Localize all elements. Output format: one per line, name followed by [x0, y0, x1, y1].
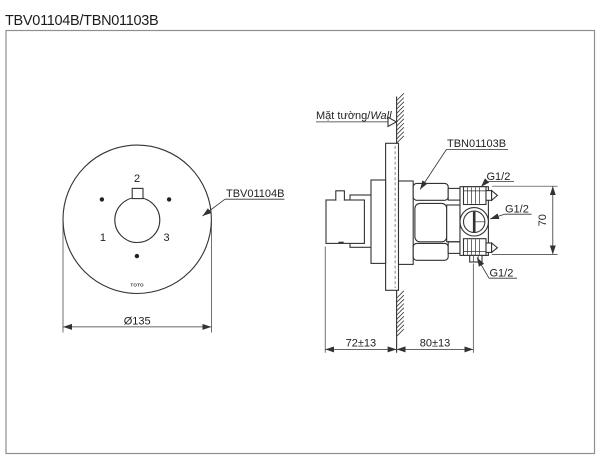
- side-part-callout: TBN01103B: [419, 138, 508, 190]
- thread-top-label: G1/2: [487, 171, 511, 183]
- diameter-label: Ø135: [124, 315, 151, 327]
- front-part-leader-arrow: [202, 198, 226, 217]
- page-title: TBV01104B/TBN01103B: [5, 13, 158, 29]
- front-part-callout: TBV01104B: [202, 188, 285, 217]
- inlet-port-top: [462, 186, 499, 206]
- top-nipple-tip: [491, 189, 499, 202]
- front-view: 2 1 3 TOTO TBV01104B Ø135: [62, 144, 285, 333]
- diameter-dimension: Ø135: [62, 221, 212, 333]
- wall-callout: Mặt tường/Wall: [316, 110, 398, 128]
- thread-callout-middle: G1/2: [489, 203, 532, 220]
- port-dot-3: [166, 197, 172, 202]
- thread-middle-label: G1/2: [505, 203, 529, 215]
- outlet-stub-bottom: [469, 254, 483, 263]
- thread-middle-leader-arrow: [489, 213, 505, 220]
- port-dot-1: [99, 197, 105, 202]
- handle-body: [325, 199, 365, 244]
- depth-dimensions: 72±13 80±13: [324, 246, 474, 353]
- handle-index-mark: [338, 241, 344, 244]
- thread-bottom-leader-arrow: [476, 257, 490, 279]
- thread-callout-top: G1/2: [480, 171, 514, 188]
- wall-leader-triangle: [387, 116, 398, 128]
- thread-bottom-label: G1/2: [490, 267, 514, 279]
- bottom-nipple-tip: [491, 241, 499, 254]
- depth-behind-label: 80±13: [420, 337, 451, 349]
- depth-front-label: 72±13: [346, 337, 377, 349]
- body-mount-plate: [397, 180, 414, 265]
- port-dot-bottom: [134, 253, 140, 259]
- height-dimension: 70: [492, 185, 558, 255]
- thread-callout-bottom: G1/2: [476, 257, 517, 279]
- height-dim-label: 70: [537, 214, 549, 226]
- port-number-2: 2: [134, 173, 140, 185]
- valve-body-assembly: [397, 180, 499, 265]
- body-neck: [446, 204, 461, 243]
- body-band-top: [447, 187, 461, 201]
- body-band-bottom: [447, 241, 461, 254]
- handle-nib: [335, 190, 345, 201]
- handle-hub-circle: [114, 196, 161, 244]
- outlet-port-middle: [459, 207, 489, 237]
- trim-collar: [370, 179, 387, 264]
- wall-hatching-top: [396, 93, 405, 144]
- port-number-3: 3: [163, 232, 169, 244]
- trim-front-assembly: [325, 179, 387, 264]
- front-part-label: TBV01104B: [226, 188, 285, 200]
- thread-top-leader-arrow: [480, 178, 490, 188]
- brand-logo-text: TOTO: [130, 283, 144, 288]
- body-step-top: [412, 182, 449, 201]
- body-cartridge-housing: [414, 202, 448, 243]
- side-part-leader-arrow: [419, 149, 447, 190]
- drawing-frame: [5, 29, 596, 455]
- side-part-label: TBN01103B: [447, 138, 506, 150]
- port-number-1: 1: [100, 232, 106, 244]
- body-step-bottom: [412, 242, 449, 261]
- wall-hatching-bottom: [396, 290, 405, 337]
- faceplate-circle: [62, 144, 212, 295]
- side-view: Mặt tường/Wall TBN01103B G1/2 G1/2 G1/2: [316, 93, 558, 353]
- escutcheon-plate-edge: [385, 142, 400, 291]
- wall-label: Mặt tường/Wall: [316, 110, 392, 122]
- inlet-port-bottom: [462, 238, 499, 256]
- index-notch-square: [131, 187, 144, 200]
